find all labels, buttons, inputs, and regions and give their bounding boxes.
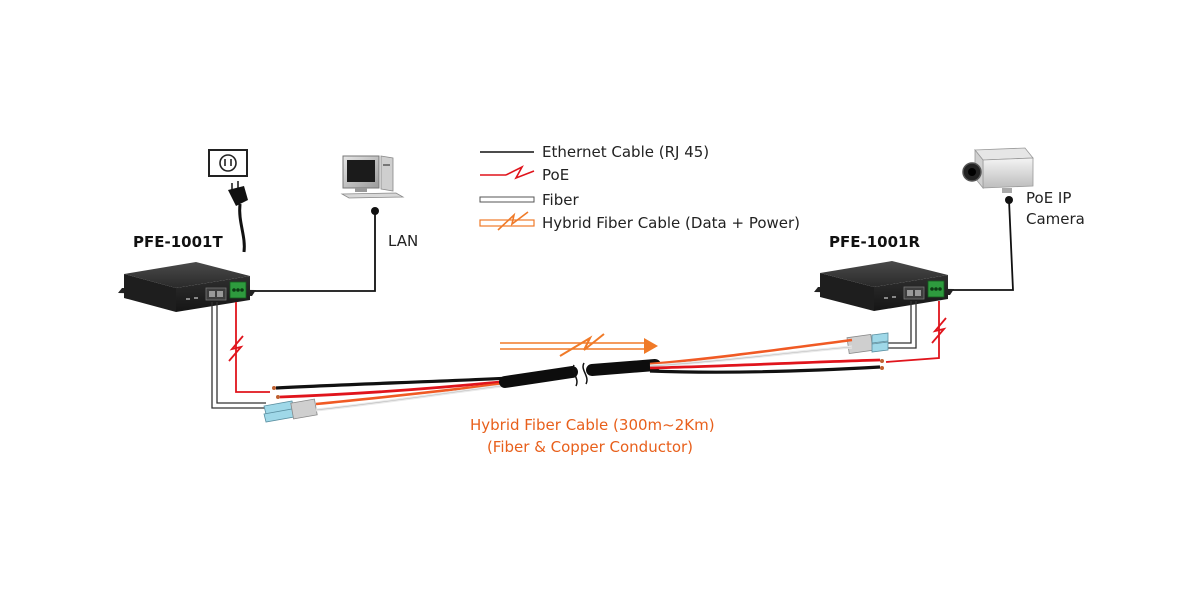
left-fiber-path xyxy=(211,302,266,409)
right-fiber-path xyxy=(888,301,917,349)
hybrid-direction-arrow xyxy=(500,333,658,357)
computer-icon xyxy=(340,155,405,199)
cable-caption-line1: Hybrid Fiber Cable (300m~2Km) xyxy=(470,416,715,434)
device-label-transmitter: PFE-1001T xyxy=(133,233,223,251)
ip-camera-icon xyxy=(962,147,1034,193)
camera-label-line1: PoE IP xyxy=(1026,189,1072,207)
legend xyxy=(479,151,535,231)
left-lc-connector xyxy=(263,398,318,423)
device-pfe-1001t xyxy=(118,262,256,312)
legend-poe-bolt xyxy=(480,165,535,180)
device-label-receiver: PFE-1001R xyxy=(829,233,921,251)
hybrid-cable xyxy=(272,338,884,412)
power-plug-icon xyxy=(228,181,248,253)
lan-ethernet-cable xyxy=(252,207,379,292)
power-outlet-icon xyxy=(208,149,248,177)
legend-fiber-line xyxy=(479,196,535,203)
cable-caption: Hybrid Fiber Cable (300m~2Km) (Fiber & C… xyxy=(470,414,715,458)
legend-fiber-label: Fiber xyxy=(542,191,579,209)
device-pfe-1001r xyxy=(814,261,954,311)
camera-label: PoE IP Camera xyxy=(1026,188,1085,230)
lan-label: LAN xyxy=(388,232,419,250)
camera-label-line2: Camera xyxy=(1026,210,1085,228)
legend-hybrid-label: Hybrid Fiber Cable (Data + Power) xyxy=(542,214,801,232)
legend-poe-label: PoE xyxy=(542,166,570,184)
legend-hybrid-line xyxy=(479,211,535,231)
cable-caption-line2: (Fiber & Copper Conductor) xyxy=(486,438,694,456)
right-poe-path xyxy=(885,301,947,363)
camera-ethernet-cable xyxy=(949,196,1014,291)
left-poe-path xyxy=(228,302,270,393)
legend-ethernet-label: Ethernet Cable (RJ 45) xyxy=(542,143,710,161)
right-lc-connector xyxy=(846,332,889,355)
